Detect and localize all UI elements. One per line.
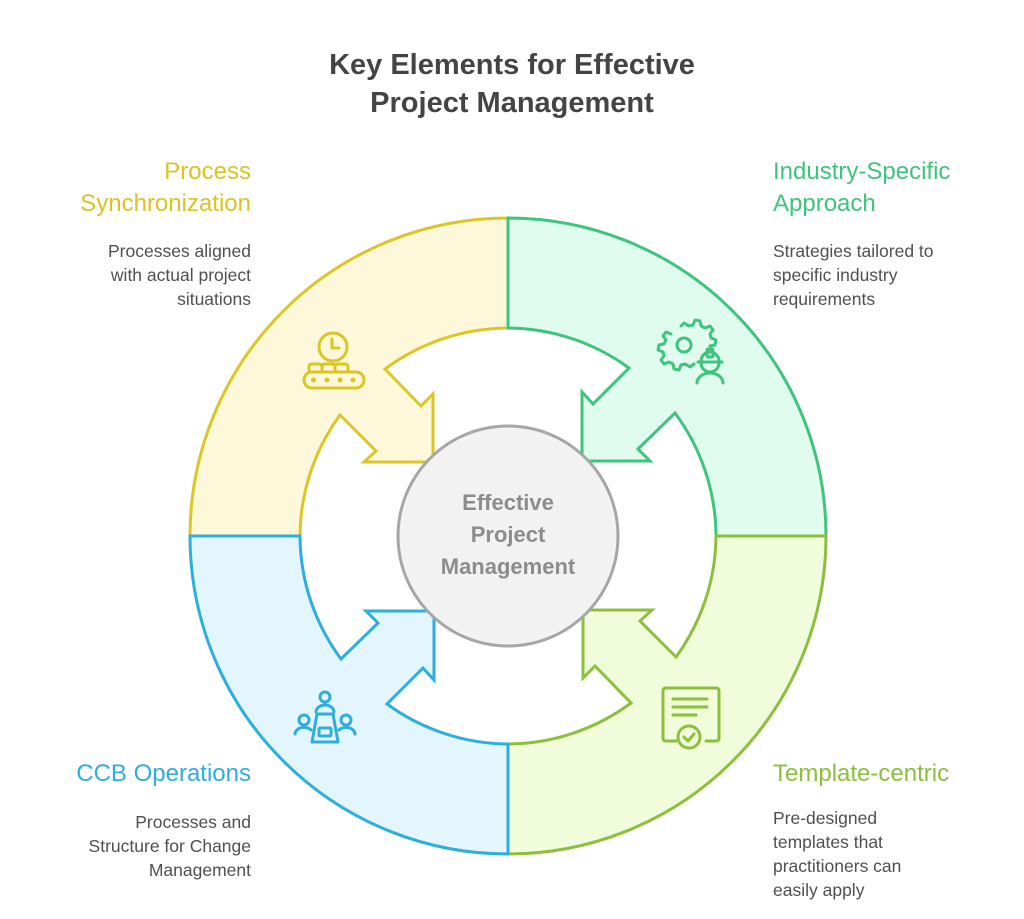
title-line-1: Key Elements for Effective [329, 49, 695, 81]
template-centric-description: Pre-designed templates that practitioner… [773, 806, 901, 902]
section-desc-line: Strategies tailored to [773, 241, 934, 261]
clock-conveyor-icon [302, 331, 366, 390]
segment-ccb-operations [188, 534, 510, 856]
center-label: Effective Project Management [398, 487, 618, 583]
industry-specific-approach-description: Strategies tailored to specific industry… [773, 239, 934, 311]
certificate-check-icon [661, 686, 721, 750]
section-desc-line: Processes aligned [108, 241, 251, 261]
ccb-operations-title: CCB Operations [76, 758, 251, 790]
section-desc-line: with actual project [110, 265, 251, 285]
section-desc-line: practitioners can [773, 856, 902, 876]
ccb-operations-description: Processes and Structure for Change Manag… [89, 810, 251, 882]
process-synchronization-title: Process Synchronization [80, 156, 251, 220]
section-title-line: Template-centric [773, 760, 950, 787]
section-desc-line: Management [148, 860, 251, 880]
section-title-line: Industry-Specific [773, 158, 951, 185]
title-line-2: Project Management [370, 87, 654, 119]
section-desc-line: specific industry [773, 265, 898, 285]
template-centric-title: Template-centric [773, 758, 949, 790]
section-desc-line: Processes and [135, 812, 251, 832]
center-label-line-2: Project [470, 522, 546, 547]
center-label-line-1: Effective [462, 490, 554, 515]
gear-worker-icon [656, 318, 725, 385]
section-desc-line: requirements [773, 289, 876, 309]
section-desc-line: situations [177, 289, 251, 309]
center-circle [396, 424, 620, 648]
industry-specific-approach-title: Industry-Specific Approach [773, 156, 950, 220]
meeting-table-icon [293, 690, 357, 744]
process-synchronization-description: Processes aligned with actual project si… [108, 239, 251, 311]
section-desc-line: templates that [773, 832, 883, 852]
section-desc-line: Structure for Change [88, 836, 251, 856]
section-desc-line: easily apply [773, 880, 865, 900]
section-title-line: CCB Operations [76, 760, 251, 787]
page-title: Key Elements for Effective Project Manag… [212, 46, 812, 122]
section-title-line: Synchronization [80, 190, 251, 217]
section-title-line: Process [164, 158, 251, 185]
section-desc-line: Pre-designed [773, 808, 878, 828]
center-label-line-3: Management [440, 554, 576, 579]
section-title-line: Approach [773, 190, 876, 217]
